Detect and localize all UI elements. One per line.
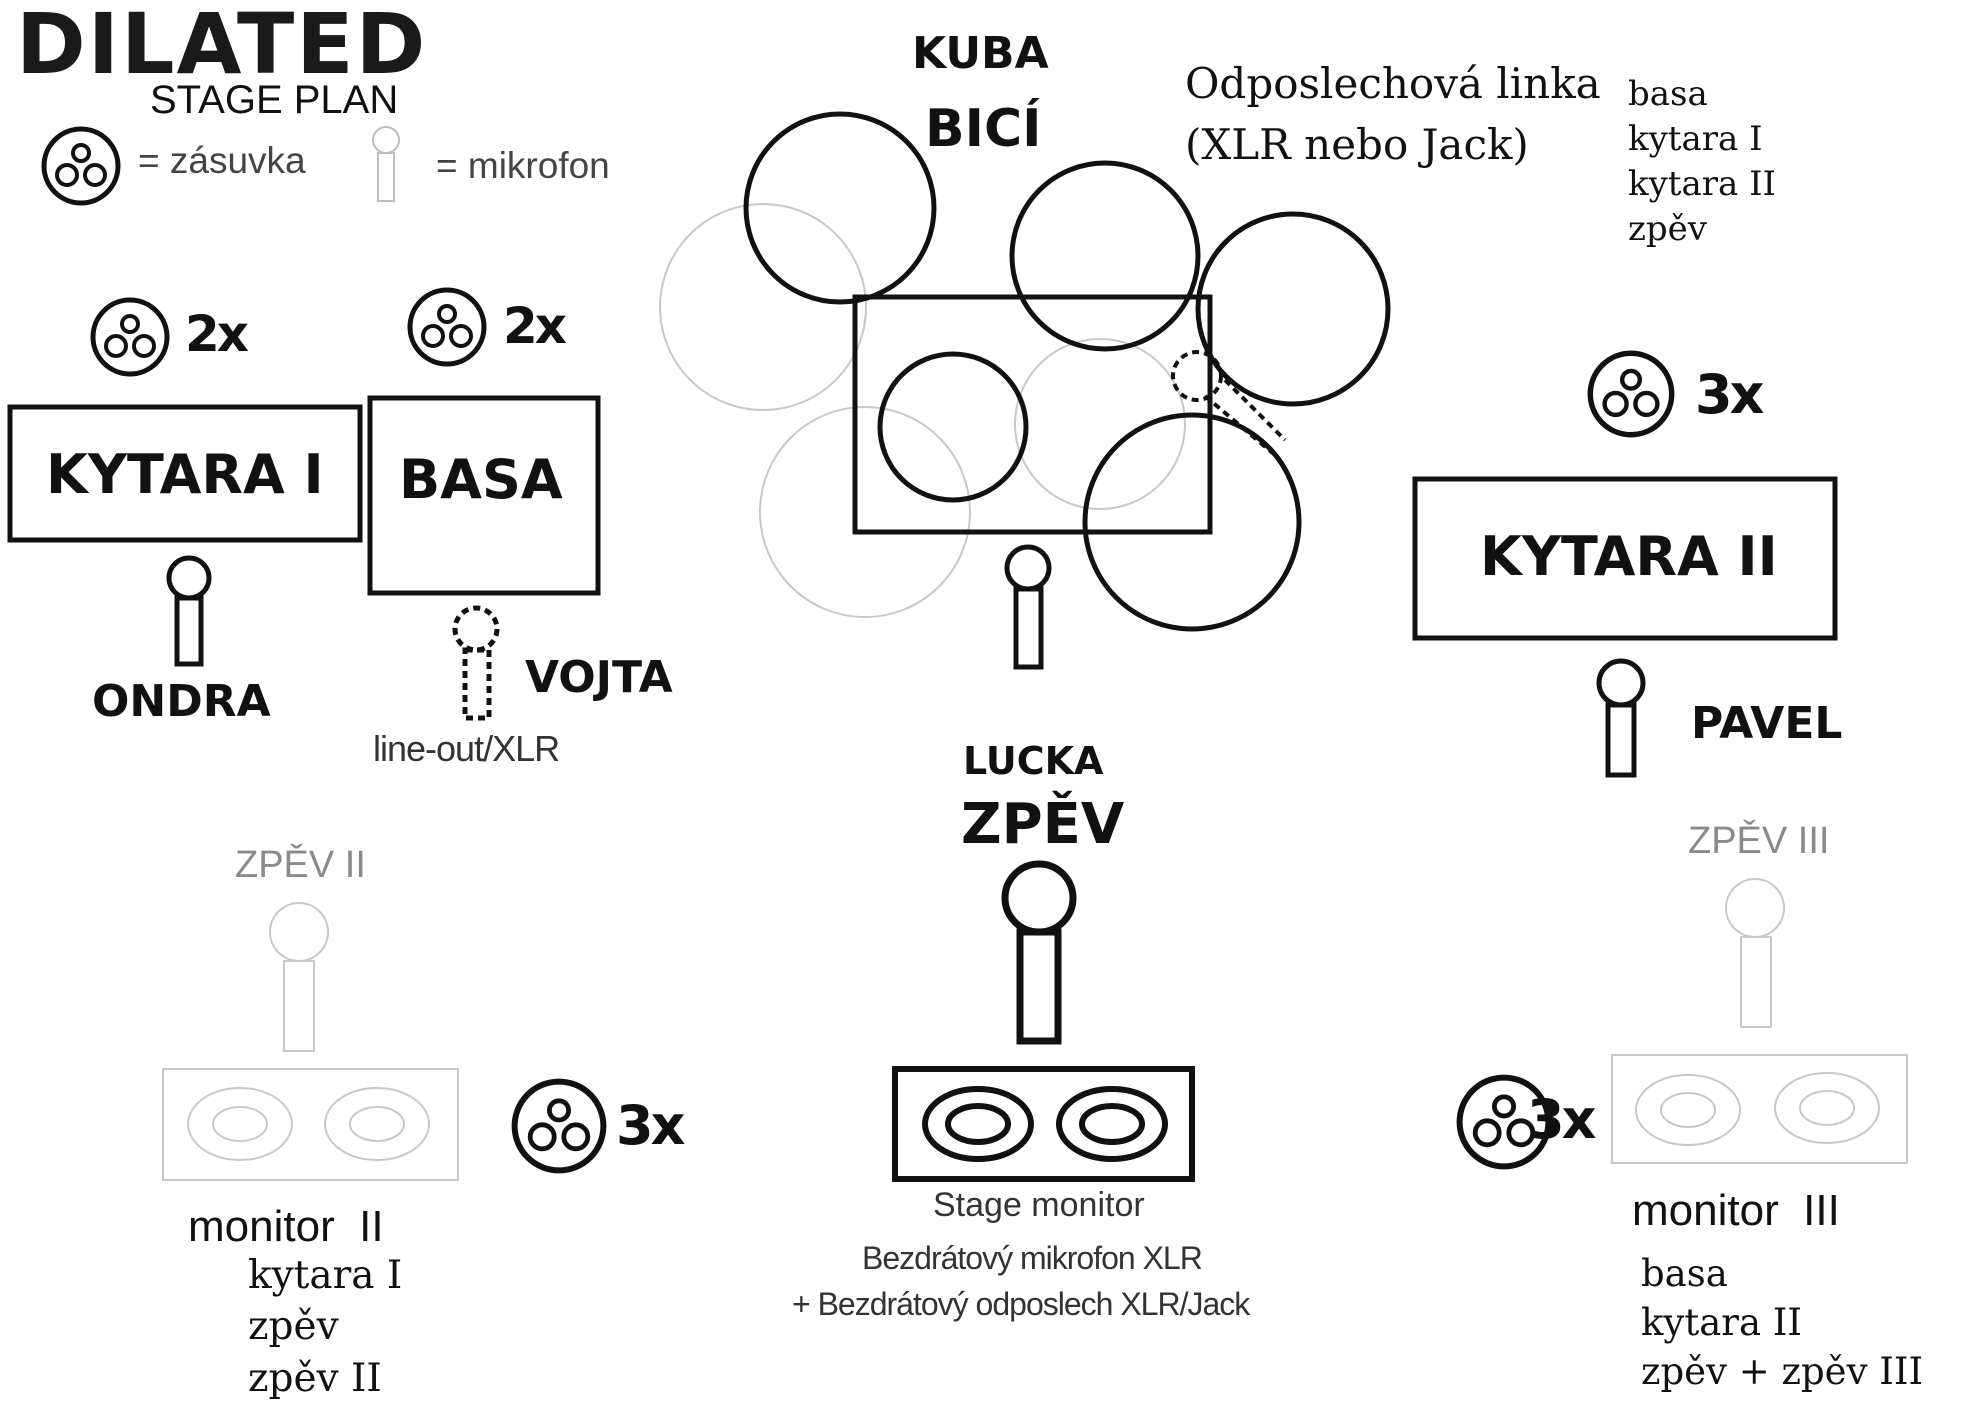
cymbal-left-faded (659, 203, 867, 411)
lead-vocal-name: LUCKA (963, 739, 1104, 783)
guitar2-socket-icon (1590, 353, 1671, 434)
monitor2-mix-item: zpěv II (248, 1355, 382, 1401)
monitor-line-title-2: (XLR nebo Jack) (1185, 120, 1529, 169)
band-logo: DILATED (16, 0, 428, 93)
stage-monitor-wedge (892, 1066, 1195, 1182)
guitar1-socket-icon (93, 300, 167, 374)
legend-mic-icon (372, 126, 400, 202)
bass-line-out-note: line-out/XLR (373, 728, 560, 769)
vocal3-label: ZPĚV III (1688, 820, 1830, 862)
guitar1-amp-label: KYTARA I (46, 443, 324, 506)
floor-tom-faded (759, 406, 971, 618)
vocal2-socket-count: 3x (616, 1094, 685, 1157)
vocal2-socket-icon (515, 1082, 604, 1171)
monitor3-mix-item: zpěv + zpěv III (1641, 1349, 1924, 1393)
vocal2-mic-icon (269, 902, 329, 1052)
monitor3-wedge (1611, 1054, 1908, 1164)
stage-monitor-label: Stage monitor (933, 1186, 1145, 1224)
monitor-line-channel: kytara II (1628, 163, 1776, 204)
monitor2-mix-item: zpěv (248, 1304, 339, 1350)
legend-socket-icon (44, 129, 118, 203)
monitor-line-channel: zpěv (1628, 208, 1708, 249)
monitor2-wedge (162, 1068, 459, 1181)
vocal3-socket-count: 3x (1527, 1088, 1596, 1151)
guitar2-mic-icon (1596, 658, 1646, 778)
ride-cymbal (1009, 160, 1201, 352)
wireless-monitor-note: + Bezdrátový odposlech XLR/Jack (792, 1286, 1250, 1322)
bass-player: VOJTA (525, 652, 673, 703)
monitor-line-channel: kytara I (1628, 118, 1763, 159)
bass-line-out-icon (452, 605, 500, 721)
bass-socket-icon (410, 290, 484, 364)
vocal2-label: ZPĚV II (235, 844, 366, 886)
legend-socket-label: = zásuvka (138, 140, 306, 181)
monitor-line-channel: basa (1628, 74, 1708, 114)
drum-mic-icon (1004, 544, 1052, 670)
legend-mic-label: = mikrofon (436, 145, 610, 186)
drummer-name: KUBA (912, 28, 1049, 79)
floor-tom (1082, 412, 1302, 632)
bass-amp (367, 395, 601, 596)
bass-socket-count: 2x (503, 297, 567, 355)
monitor2-mix: kytara I zpěv zpěv II (248, 1250, 402, 1404)
stage-plan-title: STAGE PLAN (150, 78, 399, 122)
monitor3-mix-item: kytara II (1641, 1300, 1802, 1344)
lead-vocal-mic-icon (1001, 860, 1077, 1045)
monitor3-mix: basa kytara II zpěv + zpěv III (1641, 1250, 1923, 1396)
drums-label: BICÍ (925, 99, 1042, 159)
hihat-cymbal (1195, 211, 1391, 407)
crash-cymbal (743, 111, 937, 305)
guitar2-socket-count: 3x (1695, 363, 1764, 426)
monitor2-mix-item: kytara I (248, 1253, 403, 1298)
monitor2-label: monitor II (188, 1202, 384, 1251)
snare-faded (1014, 338, 1186, 510)
bass-amp-label: BASA (399, 448, 563, 511)
guitar1-amp (7, 404, 363, 543)
monitor3-mix-item: basa (1641, 1252, 1728, 1295)
guitar2-player: PAVEL (1691, 698, 1843, 749)
guitar1-player: ONDRA (92, 676, 271, 727)
drum-kit (659, 111, 1391, 670)
guitar1-socket-count: 2x (185, 305, 249, 363)
guitar1-mic-icon (166, 555, 212, 667)
vocal3-mic-icon (1725, 878, 1785, 1028)
guitar2-amp (1412, 476, 1838, 641)
lead-vocal-role: ZPĚV (961, 792, 1125, 857)
drum-line-dashed (1171, 350, 1287, 457)
monitor-line-channels: basa kytara I kytara II zpěv (1628, 72, 1776, 252)
monitor-line-title-1: Odposlechová linka (1185, 59, 1601, 108)
monitor3-label: monitor III (1632, 1186, 1840, 1235)
guitar2-amp-label: KYTARA II (1480, 525, 1778, 588)
tom (877, 351, 1029, 503)
wireless-mic-note: Bezdrátový mikrofon XLR (862, 1240, 1203, 1276)
